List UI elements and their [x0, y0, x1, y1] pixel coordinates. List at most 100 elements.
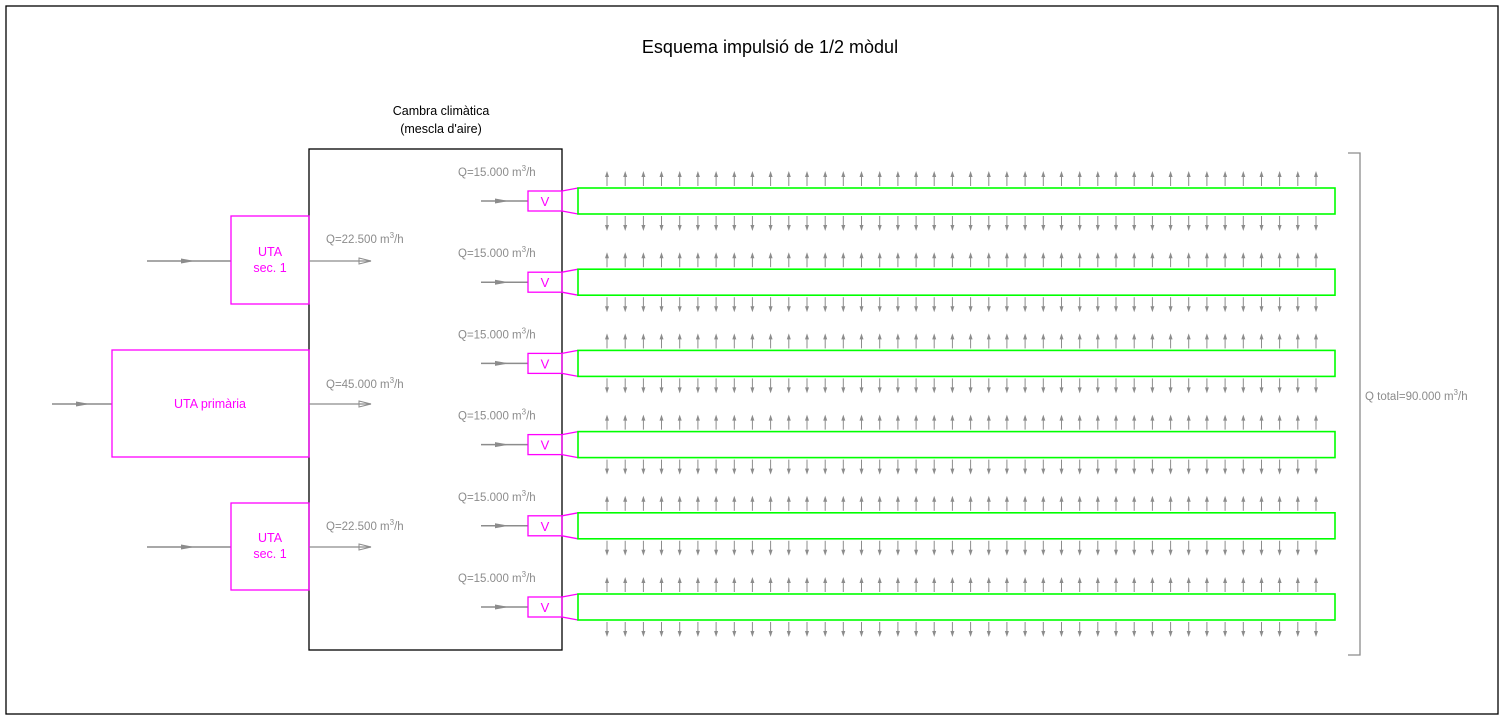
diffuser-up-head	[1204, 252, 1209, 259]
diffuser-up-head	[932, 577, 937, 583]
supply-duct	[577, 268, 1336, 297]
diffuser-up-head	[1314, 252, 1318, 259]
uta-bottom-flow: Q=22.500 m3/h	[326, 518, 404, 533]
diffuser-down-head	[786, 387, 791, 394]
diffuser-up-head	[1295, 577, 1300, 583]
diffuser-up-head	[805, 414, 809, 421]
diffuser-down-head	[695, 549, 700, 556]
diffuser-up-head	[1241, 252, 1246, 259]
diffuser-up-head	[1259, 414, 1264, 421]
fan-inlet-arrow	[495, 360, 509, 366]
diffuser-up-head	[1004, 252, 1009, 259]
diffuser-up-head	[659, 252, 664, 259]
diffuser-down-head	[659, 631, 664, 637]
diffuser-down-head	[1277, 631, 1282, 637]
diffuser-up-head	[823, 252, 828, 259]
diffuser-up-head	[714, 577, 719, 583]
diffuser-up-head	[732, 495, 737, 502]
diffuser-down-head	[950, 631, 955, 637]
diffuser-down-head	[1077, 468, 1082, 475]
diffuser-down-head	[1077, 549, 1082, 556]
diffuser-down-head	[1150, 306, 1155, 313]
diffuser-up-head	[641, 333, 646, 340]
diffuser-down-head	[1223, 387, 1228, 394]
diffuser-up-head	[1114, 577, 1118, 583]
diffuser-down-head	[1241, 468, 1246, 475]
diffuser-up-head	[1041, 171, 1046, 177]
uta-primary-inlet-arrow	[76, 401, 90, 407]
diffuser-down-head	[1023, 468, 1028, 475]
diffuser-down-head	[750, 225, 755, 231]
diffuser-down-head	[768, 387, 773, 394]
fan-label: V	[541, 519, 550, 534]
duct-row: VQ=15.000 m3/h	[458, 164, 1336, 231]
diffuser-up-head	[768, 333, 773, 340]
diffuser-up-head	[1223, 252, 1228, 259]
diffuser-up-head	[1004, 171, 1009, 177]
diffuser-down-head	[877, 549, 882, 556]
diffuser-up-head	[659, 495, 664, 502]
diffuser-down-head	[714, 306, 719, 313]
diffuser-down-head	[1150, 631, 1155, 637]
diffuser-down-head	[950, 387, 955, 394]
diffuser-up-head	[968, 495, 973, 502]
diffuser-down-head	[1223, 306, 1228, 313]
diffuser-up-head	[1004, 495, 1009, 502]
diffuser-down-head	[1077, 387, 1082, 394]
diffuser-down-head	[605, 387, 609, 394]
diffuser-up-head	[768, 414, 773, 421]
diffuser-down-head	[1004, 549, 1009, 556]
diffuser-up-head	[805, 495, 809, 502]
diffuser-up-head	[768, 495, 773, 502]
diffuser-down-head	[732, 631, 737, 637]
diffuser-down-head	[1059, 387, 1064, 394]
diffuser-up-head	[841, 171, 846, 177]
duct-transition	[561, 593, 579, 621]
diffuser-down-head	[895, 225, 900, 231]
diffuser-down-head	[914, 468, 919, 475]
supply-duct	[577, 593, 1336, 621]
diffuser-up-head	[968, 171, 973, 177]
diffuser-up-head	[1241, 333, 1246, 340]
diffuser-up-head	[1095, 495, 1100, 502]
diffuser-down-head	[605, 225, 609, 231]
duct-transition	[561, 268, 579, 296]
diffuser-down-head	[1132, 631, 1137, 637]
diffuser-down-head	[1004, 631, 1009, 637]
diffuser-up-head	[695, 252, 700, 259]
diffuser-up-head	[1168, 414, 1173, 421]
diffuser-up-head	[859, 414, 864, 421]
diffuser-up-head	[1023, 495, 1028, 502]
diffuser-up-head	[986, 577, 991, 583]
diffuser-down-head	[841, 549, 846, 556]
diffuser-down-head	[841, 225, 846, 231]
supply-duct	[577, 187, 1336, 215]
diffuser-down-head	[914, 631, 919, 637]
diffuser-down-head	[641, 549, 646, 556]
diffuser-down-head	[1114, 468, 1118, 475]
diffuser-down-head	[1314, 306, 1318, 313]
diffuser-down-head	[1023, 306, 1028, 313]
diffuser-up-head	[986, 333, 991, 340]
diffuser-up-head	[895, 495, 900, 502]
diffuser-down-head	[1186, 225, 1191, 231]
diffuser-up-head	[1259, 577, 1264, 583]
diffuser-down-head	[1095, 468, 1100, 475]
diffuser-down-head	[1241, 549, 1246, 556]
diffuser-up-head	[1132, 495, 1137, 502]
diffuser-down-head	[659, 549, 664, 556]
diffuser-down-head	[768, 549, 773, 556]
diffuser-up-head	[659, 171, 664, 177]
diffuser-up-head	[950, 495, 955, 502]
diffuser-down-head	[786, 549, 791, 556]
diffuser-down-head	[1295, 468, 1300, 475]
diffuser-up-head	[895, 171, 900, 177]
diffuser-up-head	[786, 171, 791, 177]
diffuser-down-head	[1186, 387, 1191, 394]
diffuser-up-head	[895, 333, 900, 340]
diffuser-down-head	[1114, 387, 1118, 394]
diffuser-up-head	[1114, 333, 1118, 340]
diffuser-up-head	[1041, 333, 1046, 340]
diffuser-down-head	[1314, 225, 1318, 231]
diffuser-up-head	[1004, 414, 1009, 421]
